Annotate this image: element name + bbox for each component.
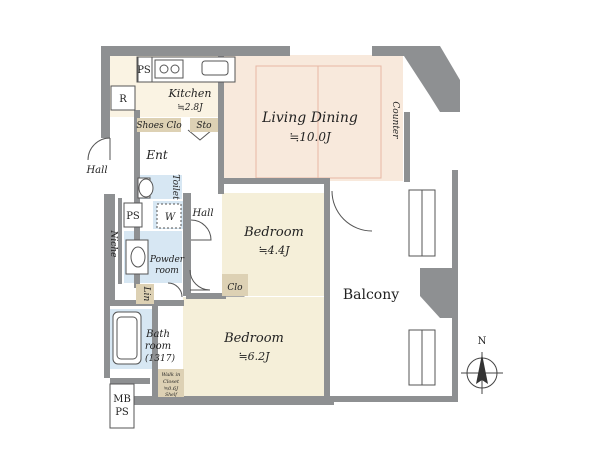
shoes-closet	[137, 118, 181, 132]
walk-in-closet	[158, 369, 184, 397]
bathroom-label-1: Bath	[145, 329, 170, 340]
niche-label: Niche	[108, 230, 118, 258]
refrigerator-space	[110, 85, 136, 111]
north-compass: N	[461, 336, 503, 394]
living-dining-area: ≒10.0J	[289, 130, 332, 144]
linen-label: Lin	[141, 286, 151, 302]
toilet-label: Toilet	[170, 174, 180, 200]
compass-needle-icon	[476, 354, 488, 384]
stove-icon	[154, 59, 184, 79]
mb-label: MB	[113, 394, 131, 405]
linen-closet	[136, 284, 154, 304]
sink-icon	[201, 60, 229, 76]
bedroom-2-floor	[183, 297, 326, 397]
hall-inner-label: Hall	[191, 208, 213, 219]
ps-top-label: PS	[137, 65, 151, 76]
washer-label: W	[165, 212, 176, 223]
shoes-closet-label: Shoes Clo	[136, 121, 182, 131]
kitchen-area: ≒2.8J	[177, 103, 204, 113]
bedroom-1-area: ≒4.4J	[258, 244, 290, 257]
walk-in-closet-label-2: Closet	[163, 379, 180, 385]
washbasin-icon	[125, 239, 149, 275]
bedroom-1-name: Bedroom	[243, 225, 304, 240]
entrance-label: Ent	[145, 148, 167, 162]
compass-north-label: N	[478, 336, 487, 347]
powder-room-label-2: room	[155, 266, 179, 276]
walk-in-closet-label-4: Shelf	[165, 392, 178, 398]
powder-room-label-1: Powder	[149, 255, 185, 265]
bathroom-label-2: room	[145, 341, 171, 352]
hall-outside-label: Hall	[85, 165, 107, 176]
mb-ps-shaft	[109, 383, 135, 429]
bedroom-2-name: Bedroom	[223, 331, 284, 346]
balcony-label: Balcony	[343, 287, 399, 303]
closet-label: Clo	[227, 283, 243, 293]
walk-in-closet-label-1: Walk in	[162, 372, 181, 378]
bedroom-1-closet	[222, 274, 248, 296]
washer-space	[156, 203, 182, 229]
kitchen-name: Kitchen	[168, 87, 212, 100]
refrigerator-label: R	[119, 94, 127, 105]
balcony-windows	[408, 189, 436, 386]
walk-in-closet-label-3: ≒0.6J	[164, 386, 179, 392]
ps-bottom-label: PS	[115, 407, 129, 418]
storage-label: Sto	[196, 121, 212, 131]
walls	[101, 46, 460, 405]
counter-label: Counter	[390, 101, 400, 139]
toilet-icon	[137, 177, 154, 199]
living-dining-name: Living Dining	[261, 110, 358, 126]
living-dining-floor	[222, 55, 404, 181]
bedroom-2-area: ≒6.2J	[238, 350, 270, 363]
bathroom-label-3: (1317)	[145, 353, 175, 364]
ps-mid-shaft	[123, 202, 143, 228]
kitchen-counter	[136, 56, 236, 83]
storage-closet	[190, 118, 218, 132]
bathtub-icon	[112, 311, 142, 365]
ps-top-shaft	[137, 56, 153, 83]
ps-mid-label: PS	[126, 211, 140, 222]
